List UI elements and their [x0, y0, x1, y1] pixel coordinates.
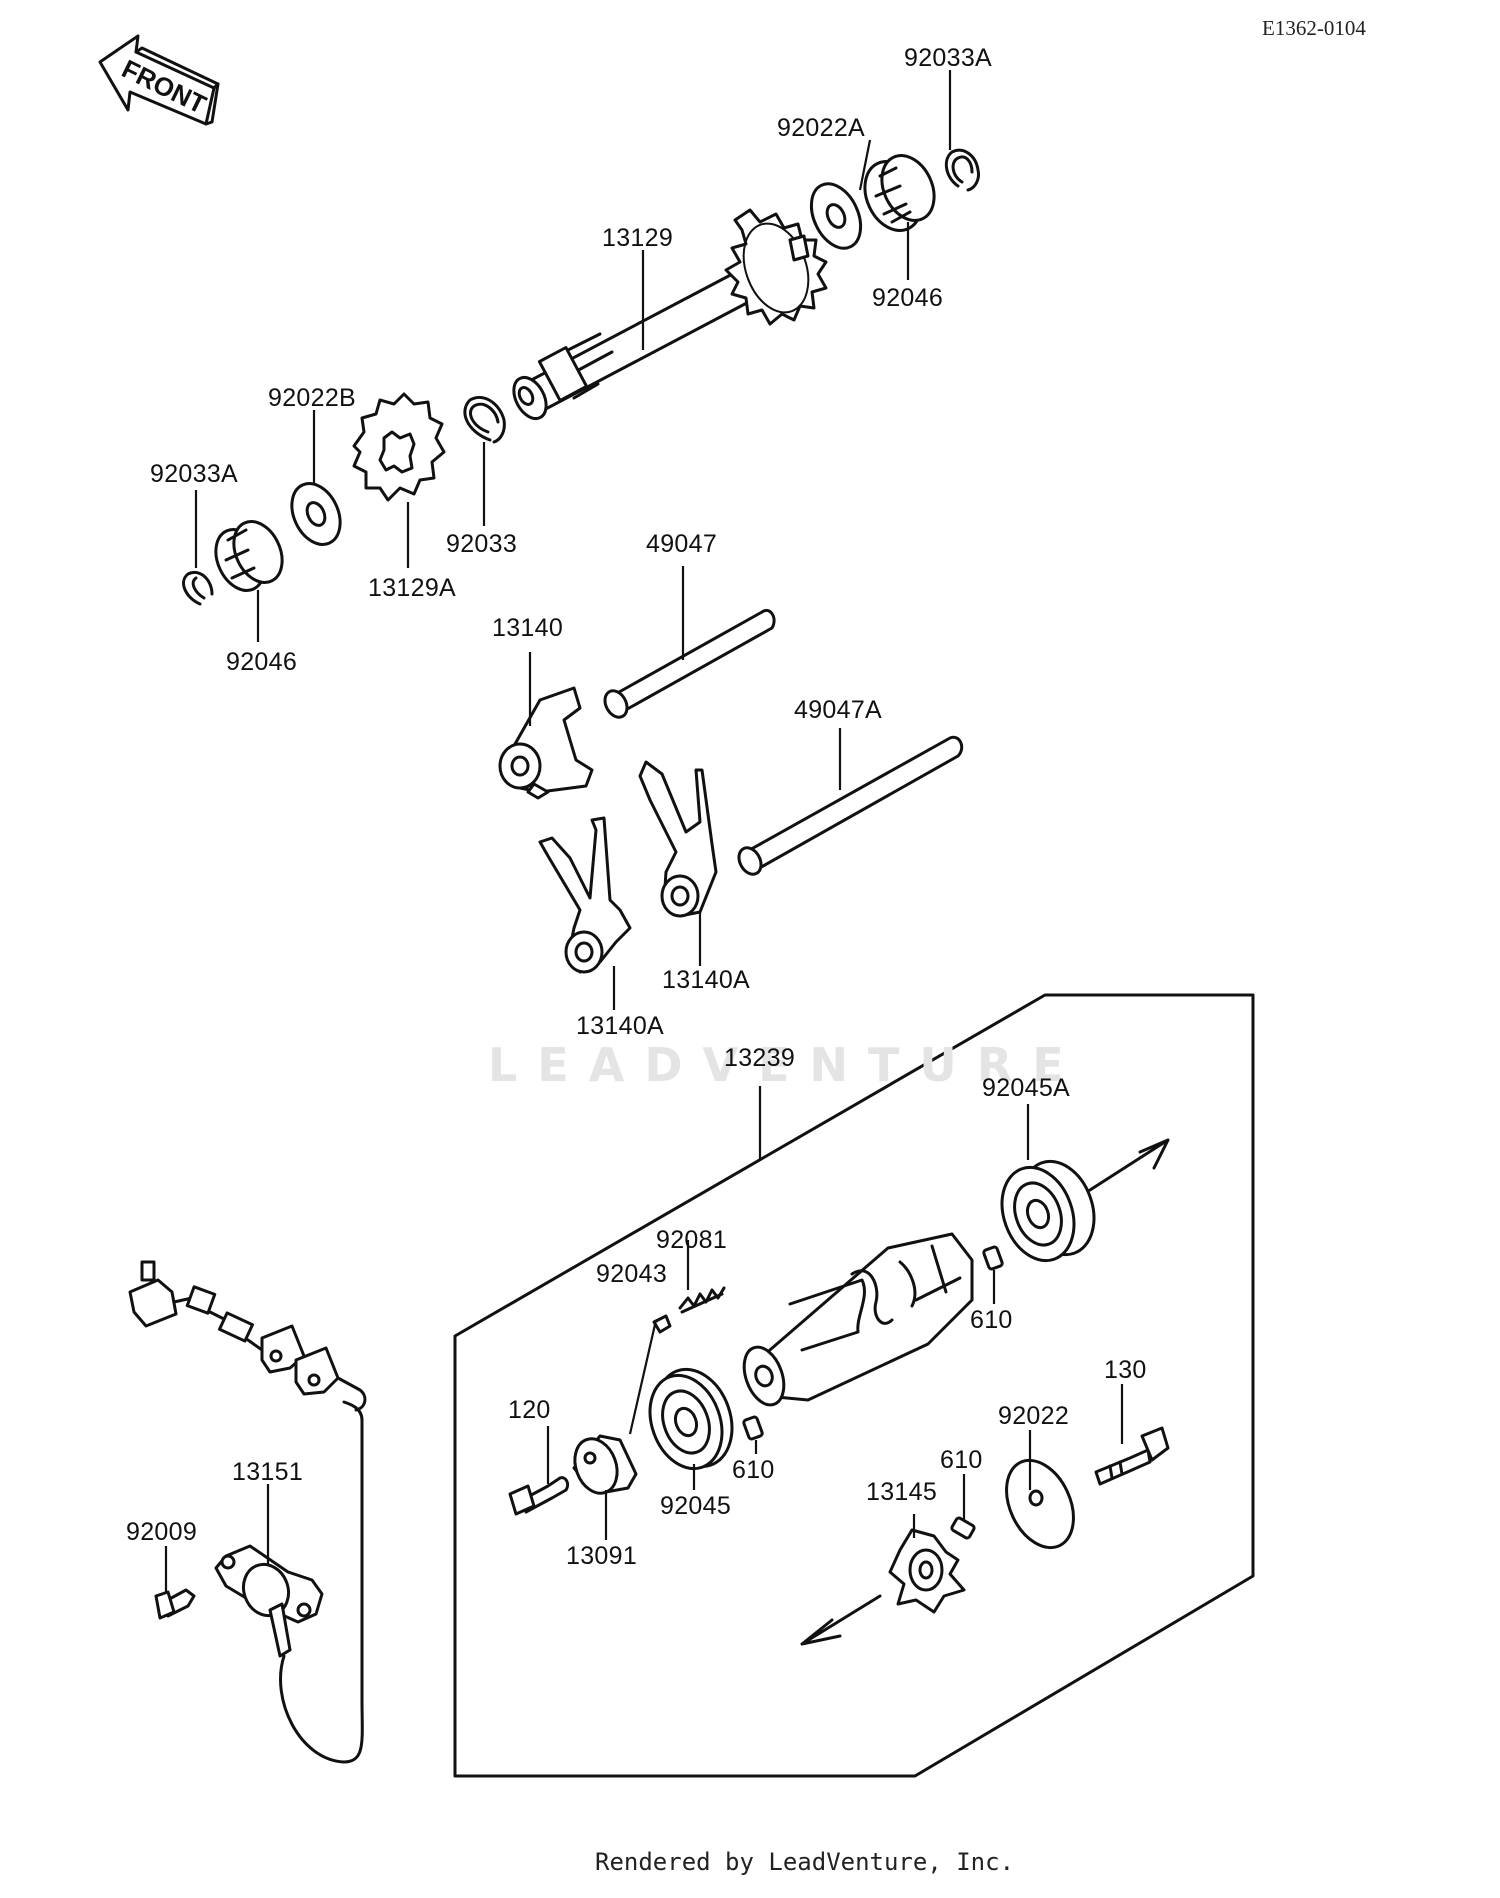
part-label-13129A: 13129A: [368, 574, 456, 602]
bolt-130: [1094, 1426, 1170, 1486]
part-label-610: 610: [940, 1446, 983, 1474]
shaft-13129: [512, 208, 828, 421]
assembly-box-13239: [453, 993, 1255, 1778]
part-label-92022A: 92022A: [777, 114, 865, 142]
circlip-92033: [463, 396, 506, 444]
part-label-92033A: 92033A: [150, 460, 238, 488]
part-label-120: 120: [508, 1396, 551, 1424]
pin-610-b: [742, 1415, 764, 1441]
guide-13091: [572, 1434, 638, 1495]
shift-fork-13140: [498, 686, 594, 800]
part-label-92043: 92043: [596, 1260, 668, 1288]
leader-lines: [164, 70, 1124, 1592]
circlip-92033A-top: [944, 148, 980, 192]
part-label-92022: 92022: [998, 1402, 1070, 1430]
bearing-92045A: [1000, 1159, 1096, 1263]
arrow-mark-lower: [800, 1594, 882, 1646]
part-label-92009: 92009: [126, 1518, 198, 1546]
screw-120: [508, 1476, 570, 1516]
part-label-49047: 49047: [646, 530, 718, 558]
bearing-92046-left: [214, 520, 284, 592]
cam-13145: [888, 1528, 966, 1614]
part-label-92033: 92033: [446, 530, 518, 558]
shift-fork-13140A-right: [638, 760, 718, 918]
part-label-92046: 92046: [226, 648, 298, 676]
pin-610-a: [982, 1245, 1004, 1271]
part-label-13151: 13151: [232, 1458, 304, 1486]
part-label-49047A: 49047A: [794, 696, 882, 724]
part-label-13129: 13129: [602, 224, 674, 252]
diagram-code: E1362-0104: [1262, 16, 1366, 40]
circlip-92033A-left: [182, 571, 214, 606]
gear-13129A: [352, 392, 446, 502]
part-label-92022B: 92022B: [268, 384, 356, 412]
part-label-13140A: 13140A: [662, 966, 750, 994]
part-label-92045A: 92045A: [982, 1074, 1070, 1102]
front-arrow-icon: FRONT: [98, 34, 220, 126]
washer-92022A: [809, 182, 863, 250]
watermark-text: LEADVENTURE: [488, 1038, 1084, 1092]
part-label-92033A: 92033A: [904, 44, 992, 72]
neutral-switch-13151: [214, 1400, 364, 1764]
bearing-92046-top: [863, 154, 936, 232]
part-label-13239: 13239: [724, 1044, 796, 1072]
spring-92081: [678, 1286, 726, 1314]
part-label-92046: 92046: [872, 284, 944, 312]
pin-610-c: [950, 1516, 976, 1540]
part-label-610: 610: [732, 1456, 775, 1484]
footer-credit: Rendered by LeadVenture, Inc.: [595, 1848, 1015, 1876]
rod-49047: [603, 609, 776, 719]
arrow-mark-upper: [1088, 1138, 1170, 1192]
rod-49047A: [737, 735, 964, 876]
part-label-13145: 13145: [866, 1478, 938, 1506]
bearing-92045: [648, 1367, 734, 1471]
part-label-92045: 92045: [660, 1492, 732, 1520]
part-label-13091: 13091: [566, 1542, 638, 1570]
shift-drum: [742, 1232, 974, 1407]
wire-connector: [128, 1260, 367, 1412]
part-label-610: 610: [970, 1306, 1013, 1334]
pin-92043: [652, 1314, 672, 1334]
part-label-13140: 13140: [492, 614, 564, 642]
bolt-92009: [154, 1588, 196, 1620]
part-label-130: 130: [1104, 1356, 1147, 1384]
shift-fork-13140A-left: [538, 816, 632, 974]
part-label-92081: 92081: [656, 1226, 728, 1254]
washer-92022: [1005, 1458, 1075, 1550]
part-label-13140A: 13140A: [576, 1012, 664, 1040]
washer-92022B: [290, 482, 342, 546]
